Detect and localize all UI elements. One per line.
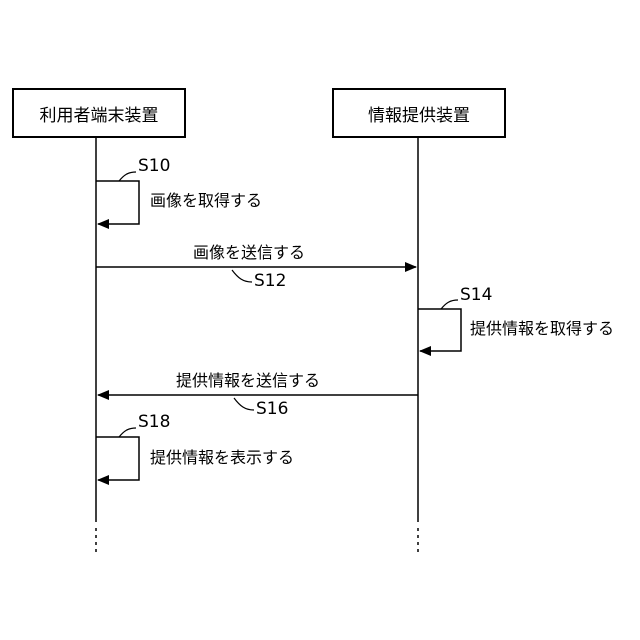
step-id-s16: S16 bbox=[256, 399, 288, 419]
step-id-s14: S14 bbox=[460, 285, 492, 305]
participant-user-terminal-label: 利用者端末装置 bbox=[40, 101, 159, 126]
step-leader-s16 bbox=[234, 398, 254, 410]
step-text-s12: 画像を送信する bbox=[193, 243, 305, 263]
step-id-s10: S10 bbox=[138, 156, 170, 176]
step-id-s12: S12 bbox=[254, 271, 286, 291]
step-leader-s12 bbox=[232, 270, 252, 282]
step-leader-s18 bbox=[119, 428, 136, 437]
step-text-s10: 画像を取得する bbox=[150, 191, 262, 211]
step-text-s16: 提供情報を送信する bbox=[176, 371, 320, 391]
participant-info-provider-label: 情報提供装置 bbox=[368, 101, 470, 126]
participant-info-provider: 情報提供装置 bbox=[332, 88, 506, 138]
self-loop-s10 bbox=[96, 181, 139, 224]
self-loop-s18 bbox=[96, 437, 139, 480]
self-loop-s14 bbox=[418, 309, 461, 351]
step-id-s18: S18 bbox=[138, 412, 170, 432]
participant-user-terminal: 利用者端末装置 bbox=[12, 88, 186, 138]
step-text-s18: 提供情報を表示する bbox=[150, 448, 294, 468]
step-leader-s14 bbox=[441, 300, 458, 309]
step-leader-s10 bbox=[119, 172, 136, 181]
step-text-s14: 提供情報を取得する bbox=[470, 319, 614, 339]
